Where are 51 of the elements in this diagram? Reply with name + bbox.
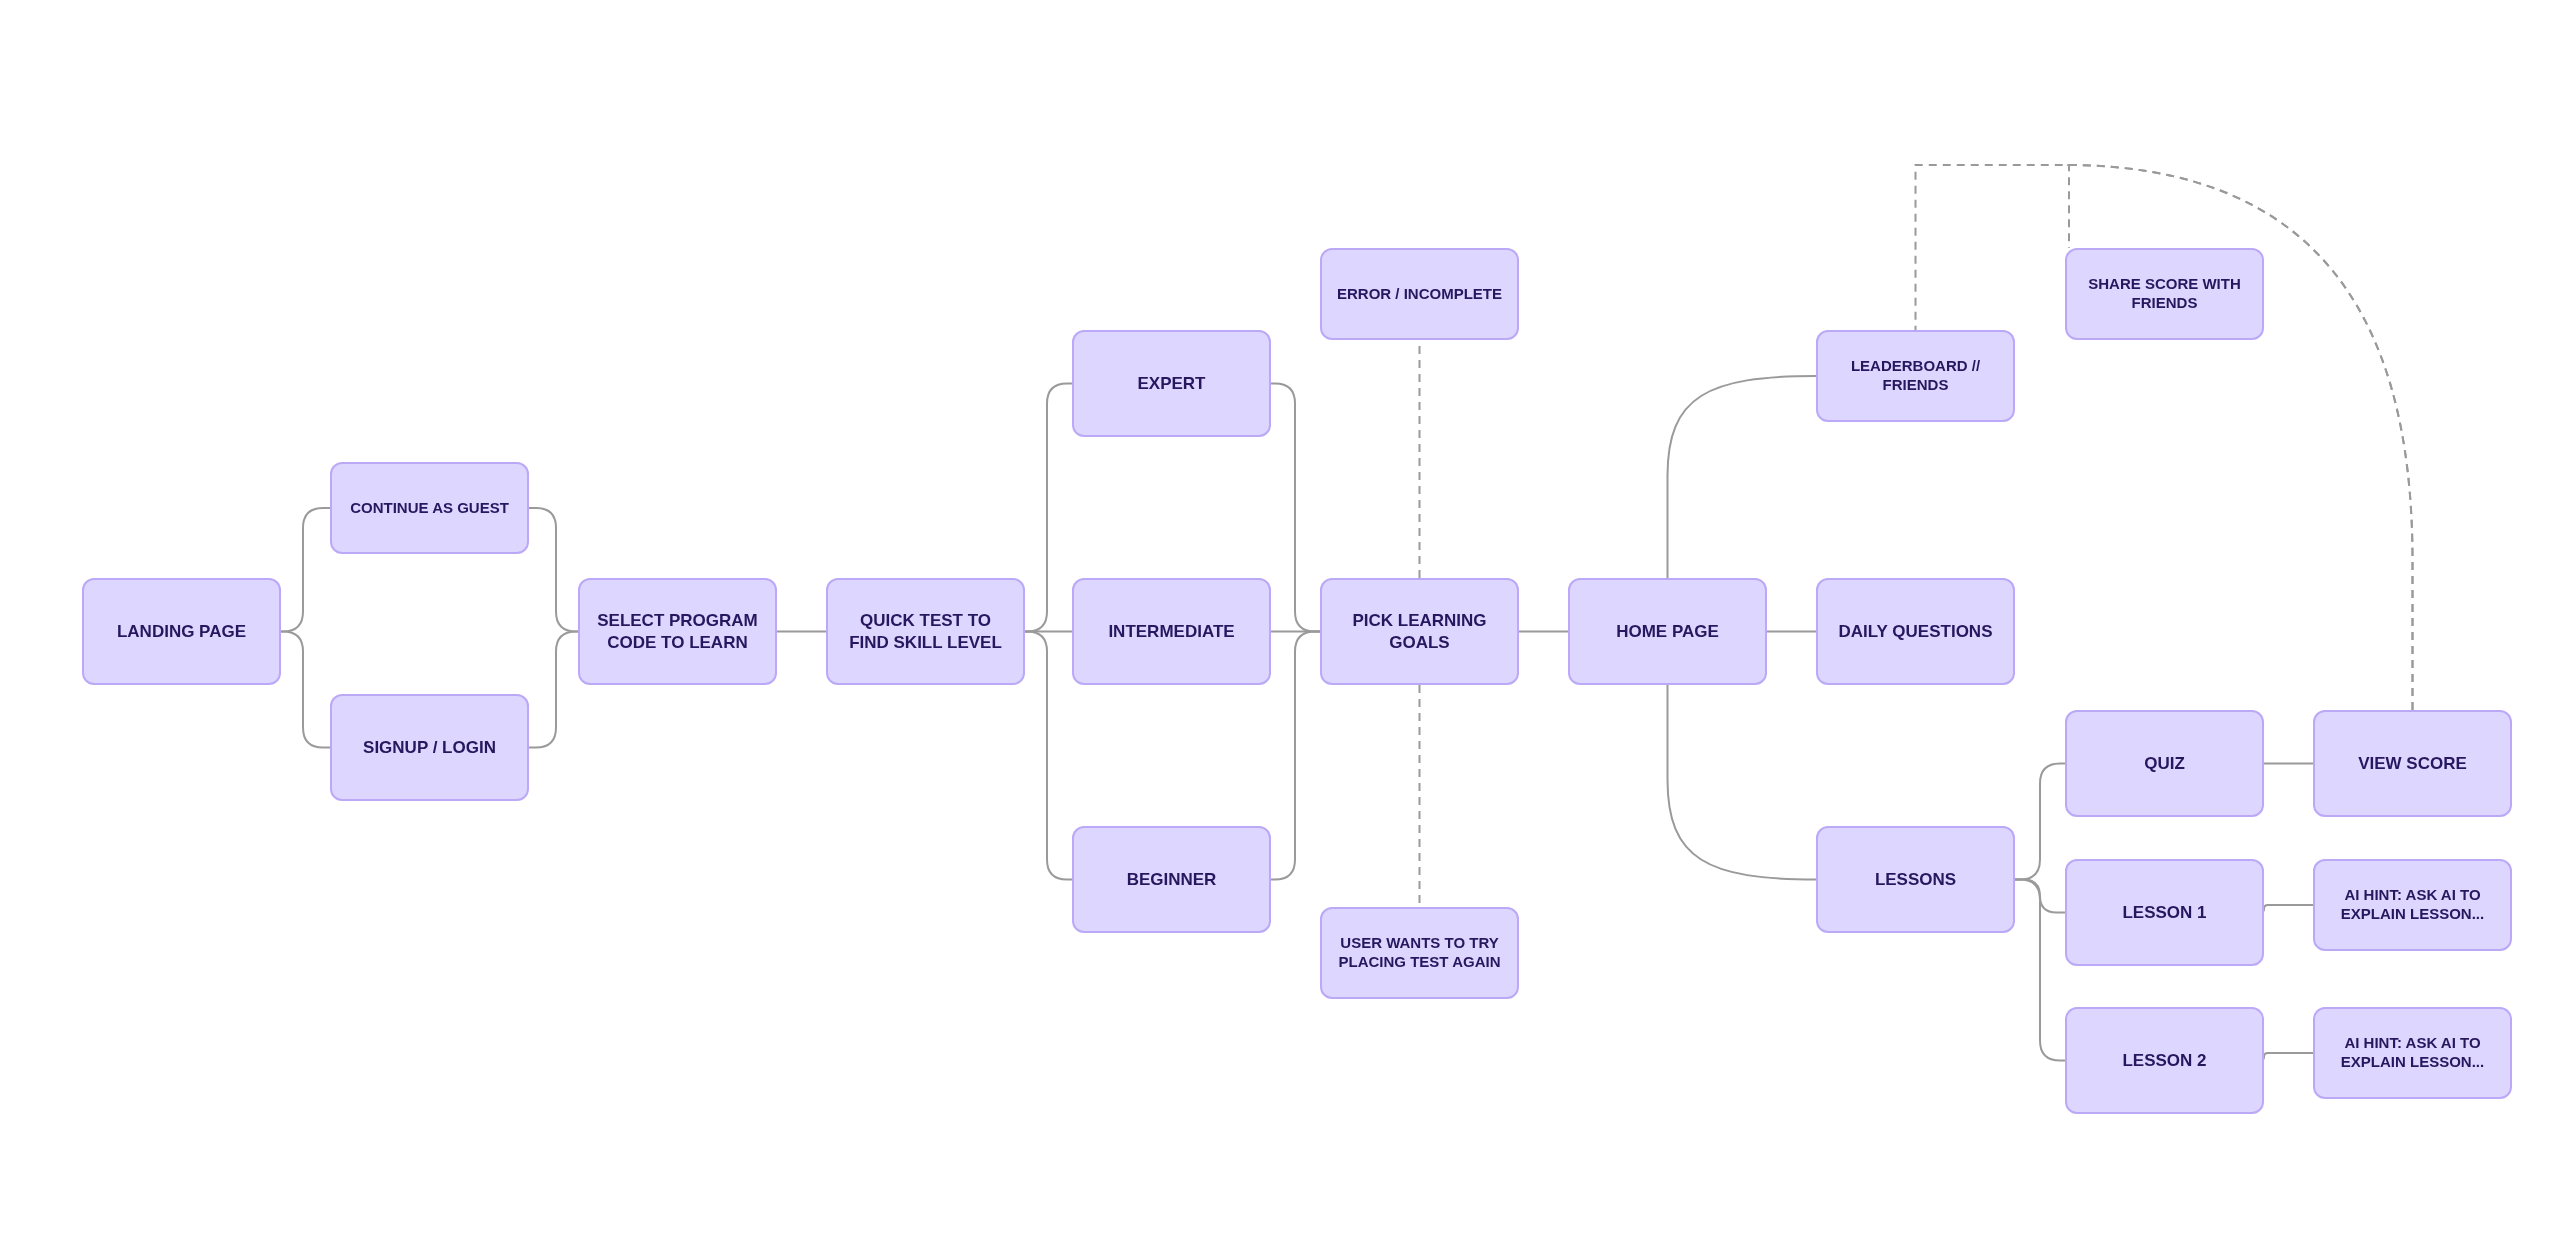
connector-line xyxy=(776,630,827,633)
box-label: SIGNUP / LOGIN xyxy=(363,736,496,759)
box-label: QUIZ xyxy=(2144,752,2185,775)
box-label: SELECT PROGRAM CODE TO LEARN xyxy=(596,610,759,653)
process-box xyxy=(2313,859,2512,951)
connector-line xyxy=(1518,630,1569,633)
box-label: HOME PAGE xyxy=(1616,620,1719,643)
process-box xyxy=(330,462,529,554)
box-label: PICK LEARNING GOALS xyxy=(1351,610,1488,653)
box-label: INTERMEDIATE xyxy=(1108,620,1235,643)
process-box xyxy=(1816,330,2015,422)
process-box xyxy=(1320,907,1519,999)
process-box xyxy=(1816,578,2015,685)
process-box xyxy=(1072,330,1271,437)
box-label: BEGINNER xyxy=(1126,868,1217,891)
process-box xyxy=(2313,1007,2512,1099)
box-label: QUICK TEST TO FIND SKILL LEVEL xyxy=(848,610,1003,653)
process-box xyxy=(578,578,777,685)
connector-line xyxy=(1666,684,1817,881)
process-box xyxy=(2065,1007,2264,1114)
process-box xyxy=(2065,710,2264,817)
box-label: SHARE SCORE WITH FRIENDS xyxy=(2087,275,2242,313)
process-box xyxy=(2313,710,2512,817)
process-box xyxy=(1072,826,1271,933)
process-box xyxy=(826,578,1025,685)
box-label: EXPERT xyxy=(1137,372,1206,395)
connector-line xyxy=(2263,762,2314,765)
box-label: AI HINT: ASK AI TO EXPLAIN LESSON... xyxy=(2339,1034,2486,1072)
box-label: LANDING PAGE xyxy=(116,620,247,643)
connector-line xyxy=(1666,375,1817,579)
box-label: CONTINUE AS GUEST xyxy=(350,498,509,518)
box-label: LESSONS xyxy=(1874,868,1957,891)
process-box xyxy=(2065,248,2264,340)
box-label: VIEW SCORE xyxy=(2358,752,2467,775)
box-label: AI HINT: ASK AI TO EXPLAIN LESSON... xyxy=(2339,886,2486,924)
process-box xyxy=(1320,248,1519,340)
box-label: LESSON 1 xyxy=(2122,901,2207,924)
process-box xyxy=(1072,578,1271,685)
process-box xyxy=(1816,826,2015,933)
box-label: DAILY QUESTIONS xyxy=(1838,620,1993,643)
connector-line xyxy=(1914,164,2414,711)
connector-line xyxy=(1766,630,1817,633)
box-label: USER WANTS TO TRY PLACING TEST AGAIN xyxy=(1337,934,1502,972)
process-box xyxy=(1568,578,1767,685)
box-label: LESSON 2 xyxy=(2122,1049,2207,1072)
process-box xyxy=(2065,859,2264,966)
process-box xyxy=(330,694,529,801)
process-box xyxy=(1320,578,1519,685)
box-label: LEADERBOARD // FRIENDS xyxy=(1849,357,1982,395)
process-box xyxy=(82,578,281,685)
box-label: ERROR / INCOMPLETE xyxy=(1337,284,1502,304)
